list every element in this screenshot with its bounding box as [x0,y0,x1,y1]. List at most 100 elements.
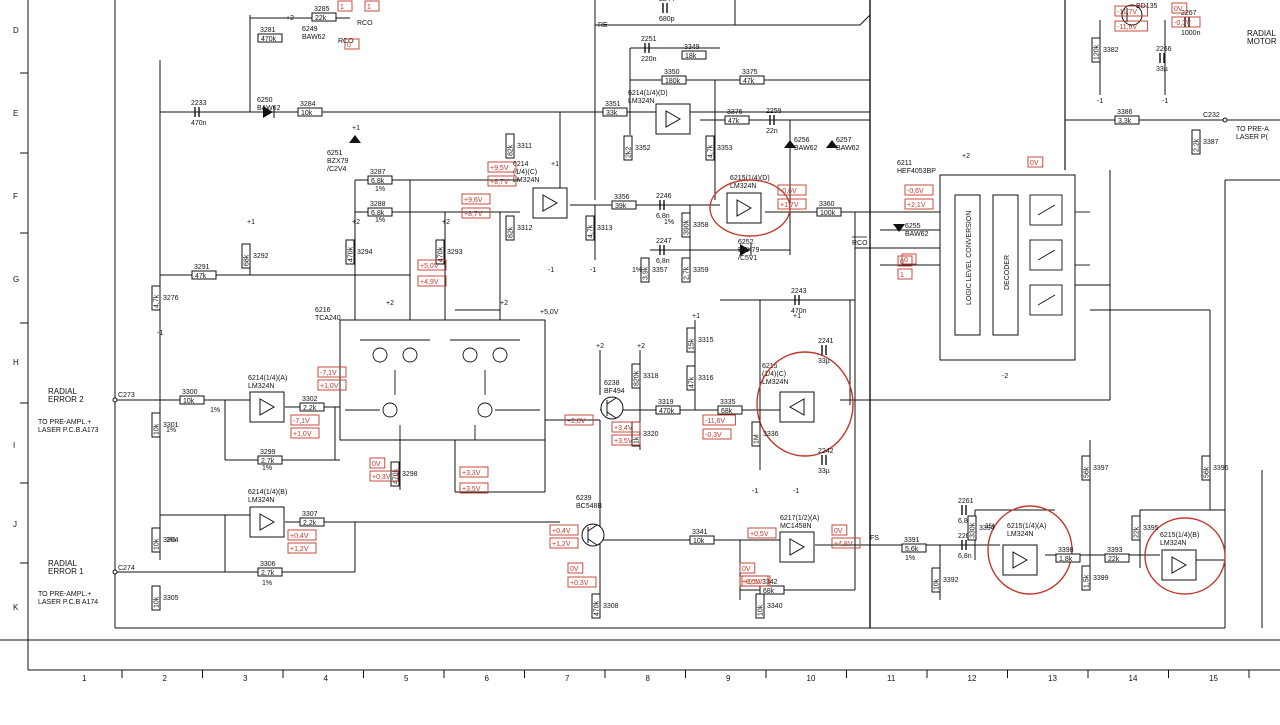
tolerance: 1% [375,186,385,193]
component-ref: 2261 [958,498,974,505]
voltage-v-bd135-d: -0,3V [1171,16,1201,28]
component-value: 22k [315,15,327,22]
component-ref: 3306 [260,561,276,568]
component-2244: 2244680p [659,0,675,23]
component-value: 470k [659,408,675,415]
grid-row: G [13,275,19,284]
component-ref: 2243 [791,288,807,295]
logic-level-label: LOGIC LEVEL CONVERSION [966,211,973,305]
voltage-value: 1 [340,4,344,11]
component-ref: 3304 [163,537,179,544]
voltage-value: +9,5V [490,165,509,172]
voltage-v-6217-in-a: +0,5V [747,527,777,539]
component-value: 56k [1084,466,1091,478]
component-value: 100k [820,210,836,217]
component-value: 2,7k [261,458,275,465]
net-rco-bar: RCO [852,240,868,247]
component-value: 18k [685,53,697,60]
component-value: 470k [393,468,400,484]
voltage-value: +1,2V [290,546,309,553]
component-value: 10k [301,110,313,117]
component-ref: 3399 [1093,575,1109,582]
opamps: 6214(1/4)(A)LM324N 6214(1/4)(B)LM324N 62… [248,90,1199,581]
voltage-v-6214a-in2: +1,0V [290,427,320,439]
component-ref: 3300 [182,389,198,396]
component-value: 6,8n [958,518,972,525]
component-value: 22k [1108,556,1120,563]
component-value: 6,8k [371,210,385,217]
voltage-value: 0V [834,528,843,535]
net-minus1: -1 [793,488,799,495]
voltage-value: +8,7V [490,179,509,186]
grid-row: I [13,441,15,450]
ic-label: 6214(1/4)(C)LM324N [513,161,539,184]
net-plus1: +1 [352,125,360,132]
component-ref: 3351 [605,101,621,108]
component-value: 180k [665,78,681,85]
grid-row: J [13,520,17,529]
component-value: 2,7k [684,266,691,280]
component-ref: 3287 [370,169,386,176]
opamp-6214c: 6214(1/4)(C)LM324N [513,161,568,219]
component-3306: 3306 2,7k [257,561,283,577]
opamp-6214d: 6214(1/4)(D)LM324N [628,90,691,135]
voltage-value: 0 [347,42,351,49]
component-value: 10k [154,423,161,435]
voltage-annotations: 1001+9,5V+8,7V+9,6V+8,7V+5,0V+4,9V-7,1V+… [287,0,1201,588]
ic-label: 6214(1/4)(D)LM324N [628,90,668,105]
component-value: 68k [763,588,775,595]
voltage-value: +0,3V [570,580,589,587]
component-value: 2,7k [261,570,275,577]
component-value: 47k [689,376,696,388]
component-value: 82k [508,144,515,156]
voltage-v-bd135-c: 0V [1171,2,1188,14]
voltage-v-6214a-out1: -7,1V [317,366,347,378]
component-value: 2,2k [303,405,317,412]
decoder-label: DECODER [1004,255,1011,290]
component-ref: 3397 [1093,465,1109,472]
component-value: 1,8k [1059,556,1073,563]
voltage-value: -11,6V [1117,24,1137,31]
component-ref: 3376 [727,109,743,116]
opamp-6214a: 6214(1/4)(A)LM324N [248,375,287,423]
connector-preampl-a173: TO PRE-AMPL.+LASER P.C.B.A173 [38,419,99,434]
component-ref: 2242 [818,448,834,455]
component-value: 1k [634,436,641,444]
net-plus2: +2 [637,343,645,350]
voltage-value: +1,0V [320,383,339,390]
voltage-v-6211-b: +2,1V [904,198,934,210]
grid-col: 1 [82,674,87,683]
voltage-value: 1 [367,4,371,11]
component-value: 10k [183,398,195,405]
net-minus1: -1 [1162,98,1168,105]
